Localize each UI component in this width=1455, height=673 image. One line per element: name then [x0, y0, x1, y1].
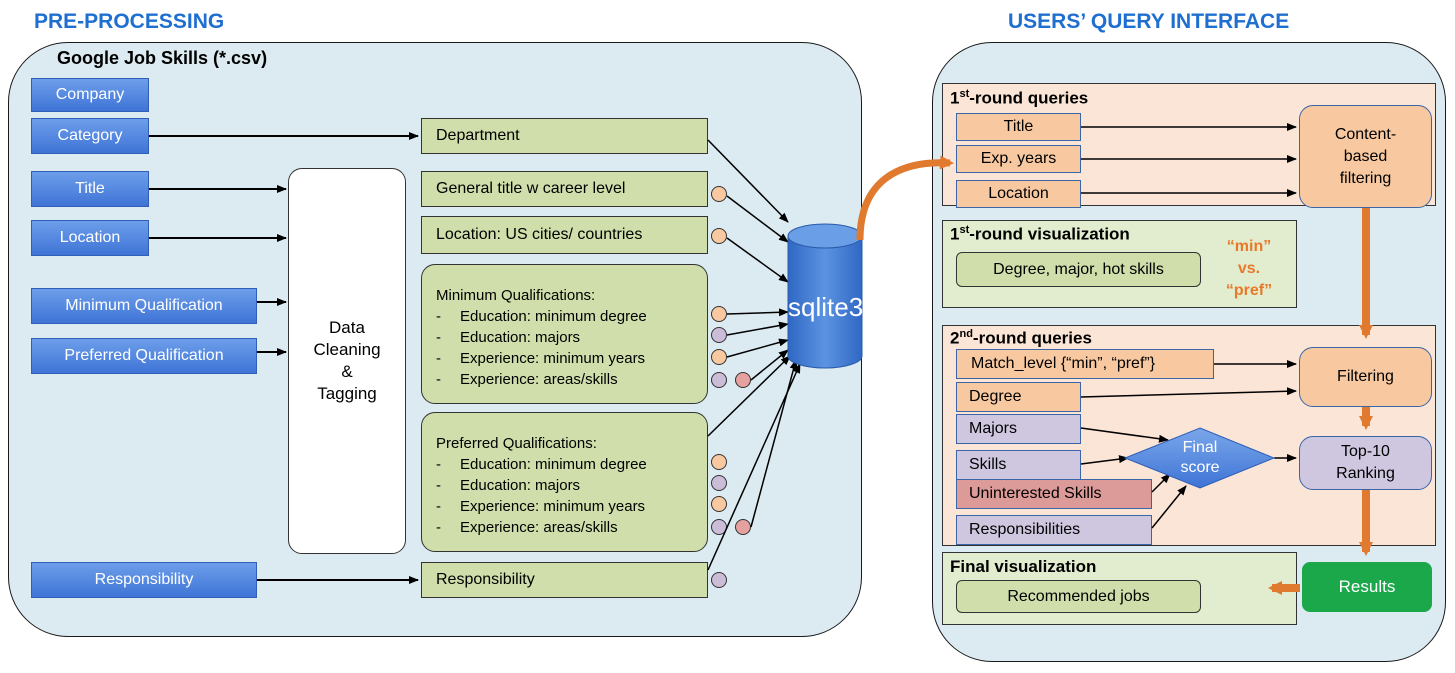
min-qual-item: Education: minimum degree — [436, 306, 707, 327]
final-viz-title: Final visualization — [950, 557, 1097, 576]
round1-title-rest: -round queries — [969, 88, 1089, 108]
tag-circle-red — [735, 372, 751, 388]
compare-min: “min” — [1226, 238, 1272, 255]
viz1-title: 1st-round visualization — [950, 224, 1130, 245]
tag-circle-orange — [711, 454, 727, 470]
round2-title: 2nd-round queries — [950, 328, 1092, 349]
input-company: Company — [31, 78, 149, 112]
data-cleaning-tagging: Data Cleaning & Tagging — [288, 168, 406, 554]
round2-uninterested-skills: Uninterested Skills — [956, 479, 1152, 509]
tag-circle-purple — [711, 372, 727, 388]
min-vs-pref: “min” vs. “pref” — [1210, 236, 1288, 302]
viz1-box: Degree, major, hot skills — [956, 252, 1201, 287]
results-box: Results — [1302, 562, 1432, 612]
final-score-line-1: Final — [1182, 439, 1218, 456]
cbf-line-3: filtering — [1339, 169, 1392, 187]
min-qual-item: Experience: minimum years — [436, 348, 707, 369]
output-responsibility: Responsibility — [421, 562, 708, 598]
round1-title-sup: st — [959, 88, 970, 100]
viz1-title-rest: -round visualization — [969, 224, 1130, 244]
round2-degree: Degree — [956, 382, 1081, 412]
cbf-line-2: based — [1343, 147, 1388, 165]
min-qualifications-box: Minimum Qualifications: Education: minim… — [421, 264, 708, 404]
input-minimum-qualification: Minimum Qualification — [31, 288, 257, 324]
ranking-line-1: Top-10 — [1341, 443, 1390, 460]
output-department: Department — [421, 118, 708, 154]
round2-responsibilities: Responsibilities — [956, 515, 1152, 545]
output-general-title: General title w career level — [421, 171, 708, 207]
input-location: Location — [31, 220, 149, 256]
dataset-title: Google Job Skills (*.csv) — [57, 48, 268, 68]
input-preferred-qualification: Preferred Qualification — [31, 338, 257, 374]
round1-title: 1st-round queries — [950, 88, 1088, 109]
tag-circle-orange — [711, 228, 727, 244]
tag-circle-orange — [711, 306, 727, 322]
round2-majors: Majors — [956, 414, 1081, 444]
round2-title-num: 2 — [950, 328, 960, 348]
round1-input-location: Location — [956, 180, 1081, 208]
pref-qual-item: Experience: areas/skills — [436, 517, 707, 538]
top10-ranking-box: Top-10 Ranking — [1299, 436, 1432, 490]
preprocessing-heading: PRE-PROCESSING — [34, 10, 225, 33]
round1-title-num: 1 — [950, 88, 960, 108]
pref-qualifications-title: Preferred Qualifications: — [436, 435, 597, 452]
tag-circle-orange — [711, 186, 727, 202]
round2-title-sup: nd — [959, 328, 973, 340]
compare-vs: vs. — [1237, 260, 1261, 277]
final-score-line-2: score — [1180, 459, 1220, 476]
output-location: Location: US cities/ countries — [421, 216, 708, 254]
tag-circle-orange — [711, 496, 727, 512]
final-score-diamond — [1123, 427, 1276, 489]
tag-circle-purple — [711, 572, 727, 588]
round1-input-exp-years: Exp. years — [956, 145, 1081, 173]
pref-qual-item: Education: majors — [436, 475, 707, 496]
compare-pref: “pref” — [1225, 282, 1273, 299]
tag-circle-red — [735, 519, 751, 535]
cleaning-line-2: Cleaning — [313, 340, 381, 359]
min-qualifications-title: Minimum Qualifications: — [436, 287, 596, 304]
final-score-label: Final score — [1150, 438, 1250, 478]
round2-title-rest: -round queries — [972, 328, 1092, 348]
tag-circle-purple — [711, 475, 727, 491]
input-title: Title — [31, 171, 149, 207]
content-based-filtering: Content- based filtering — [1299, 105, 1432, 208]
min-qual-item: Education: majors — [436, 327, 707, 348]
database-label: sqlite3 — [788, 292, 864, 322]
ranking-line-2: Ranking — [1336, 465, 1395, 482]
input-category: Category — [31, 118, 149, 154]
pref-qual-item: Experience: minimum years — [436, 496, 707, 517]
tag-circle-purple — [711, 327, 727, 343]
cbf-line-1: Content- — [1334, 125, 1397, 143]
tag-circle-orange — [711, 349, 727, 365]
cleaning-line-4: Tagging — [317, 384, 377, 403]
viz1-title-num: 1 — [950, 224, 960, 244]
viz1-title-sup: st — [959, 224, 970, 236]
final-viz-box: Recommended jobs — [956, 580, 1201, 613]
round2-match-level: Match_level {“min”, “pref”} — [956, 349, 1214, 379]
database-icon — [787, 223, 863, 369]
arrow-db-to-queries — [856, 155, 954, 241]
cleaning-line-1: Data — [329, 318, 365, 337]
query-interface-heading: USERS’ QUERY INTERFACE — [1008, 10, 1290, 33]
min-qual-item: Experience: areas/skills — [436, 369, 707, 390]
round1-input-title: Title — [956, 113, 1081, 141]
cleaning-line-3: & — [341, 362, 353, 381]
input-responsibility: Responsibility — [31, 562, 257, 598]
filtering-box: Filtering — [1299, 347, 1432, 407]
pref-qual-item: Education: minimum degree — [436, 454, 707, 475]
pref-qualifications-box: Preferred Qualifications: Education: min… — [421, 412, 708, 552]
